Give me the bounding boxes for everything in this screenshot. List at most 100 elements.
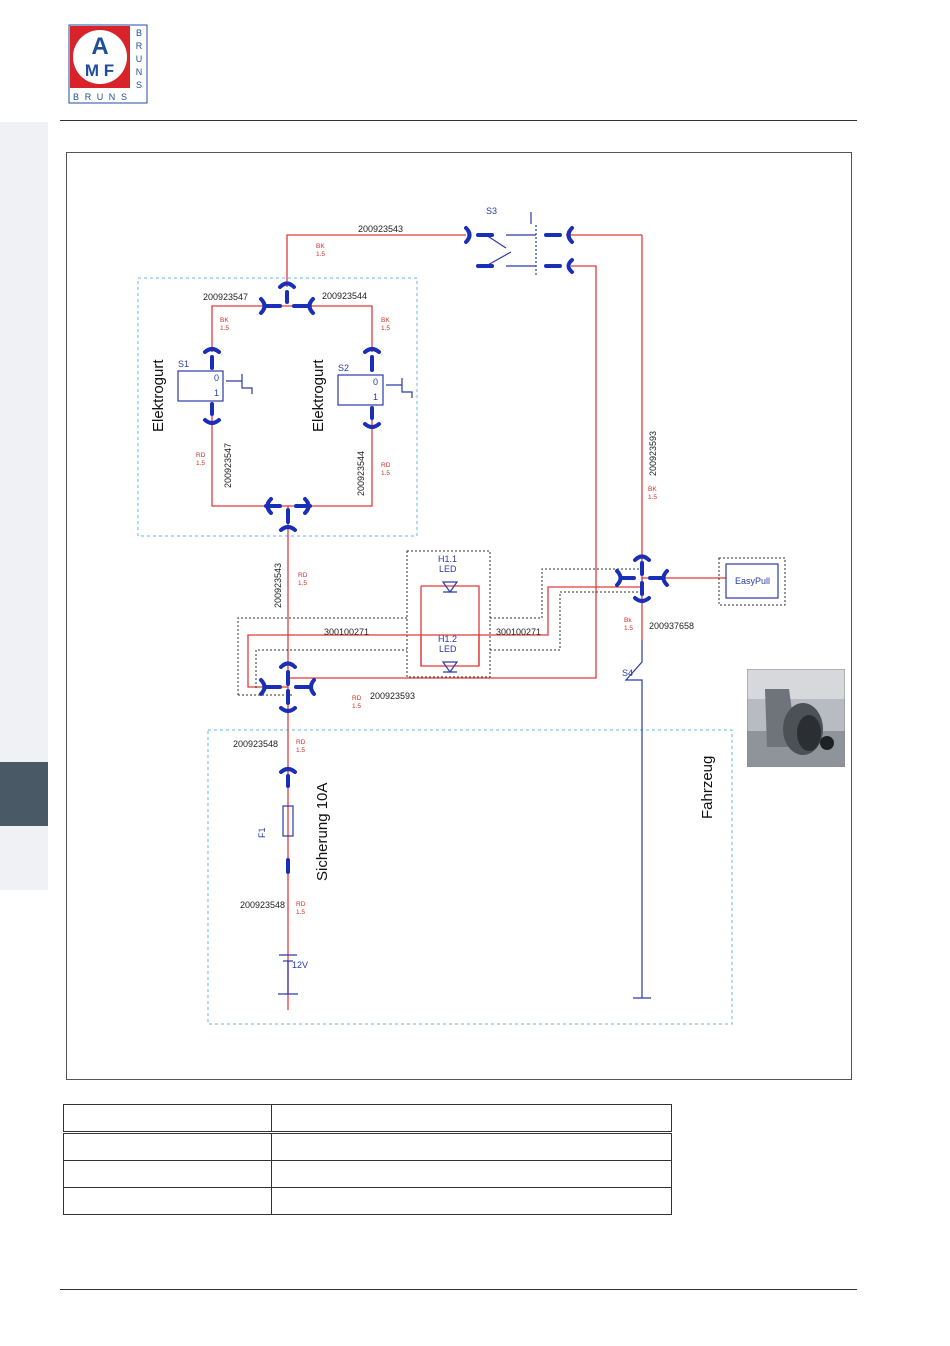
code-s2-cs: 1.5 — [381, 325, 390, 332]
header-rule — [60, 120, 857, 121]
code-right-cs: 1.5 — [648, 494, 657, 501]
wire-top: 200923543 — [358, 224, 403, 234]
label-h1-2-led: LED — [439, 644, 457, 654]
wiring-diagram: .w { stroke:#e23b3b; stroke-width:1.3; f… — [137, 206, 786, 1025]
logo-side-u: U — [136, 54, 143, 64]
logo-side-r: R — [136, 41, 143, 51]
battery-12v — [278, 954, 298, 995]
code-s2-bk: BK — [381, 317, 390, 324]
table-cell — [271, 1104, 672, 1134]
logo-bottom-s: S — [121, 92, 127, 102]
junction-top — [259, 281, 315, 315]
code-s4-cs: 1.5 — [624, 625, 633, 632]
easypull-box — [725, 563, 779, 599]
code-s2b-cs: 1.5 — [381, 470, 390, 477]
fuse-f1 — [279, 767, 297, 874]
code-top-bk: BK — [316, 243, 325, 250]
wire-right: 200923593 — [648, 431, 658, 476]
amf-bruns-logo: A M F B R U N S B R U N S — [68, 24, 148, 104]
diagram-frame — [66, 152, 852, 1080]
code-s1b-rd: RD — [196, 452, 206, 459]
switch-s3 — [485, 212, 537, 276]
logo-side-n: N — [136, 67, 143, 77]
label-h1-1-led: LED — [439, 564, 457, 574]
led-h1-2 — [441, 661, 459, 674]
code-fuse-rd: RD — [296, 739, 306, 746]
code-botmid-rd: RD — [352, 695, 362, 702]
wire-bot-mid: 200923593 — [370, 691, 415, 701]
footer-rule — [60, 1289, 857, 1290]
s1-pos-1: 1 — [214, 388, 219, 398]
table-cell — [271, 1160, 672, 1188]
code-botmid-cs: 1.5 — [352, 703, 361, 710]
code-fuseb-cs: 1.5 — [296, 909, 305, 916]
table-cell — [271, 1132, 672, 1161]
wire-mid: 200923543 — [273, 563, 283, 608]
label-12v: 12V — [292, 960, 308, 970]
logo-letter-m: M — [85, 61, 99, 80]
s3-connectors — [464, 226, 574, 274]
code-fuse-cs: 1.5 — [296, 747, 305, 754]
wire-fuse-bot: 200923548 — [240, 900, 285, 910]
junction-mid — [264, 497, 312, 532]
label-s2: S2 — [338, 363, 349, 373]
info-table — [63, 1104, 672, 1215]
wire-s2-bot: 200923544 — [356, 451, 366, 496]
wire-s1-bot: 200923547 — [223, 443, 233, 488]
junction-right — [615, 554, 669, 603]
table-cell — [63, 1132, 272, 1161]
code-top-cs: 1.5 — [316, 251, 325, 258]
chapter-tab-marker — [0, 762, 48, 826]
logo-letter-f: F — [104, 61, 114, 80]
code-s2b-rd: RD — [381, 462, 391, 469]
wire-network — [211, 234, 726, 1010]
table-row — [63, 1160, 672, 1188]
s4-ground-line — [624, 640, 643, 998]
vehicle-group-box — [207, 729, 733, 1025]
led-h1-1 — [441, 581, 459, 594]
s2-pos-1: 1 — [373, 392, 378, 402]
wire-codes: BK 1.5 BK 1.5 BK 1.5 RD 1.5 RD 1.5 RD 1.… — [196, 243, 657, 916]
label-s3: S3 — [486, 206, 497, 216]
wire-fuse-top: 200923548 — [233, 739, 278, 749]
logo-bottom-n: N — [109, 92, 116, 102]
table-row — [63, 1187, 672, 1215]
group-label-elektrogurt-left: Elektrogurt — [150, 359, 167, 432]
label-f1: F1 — [257, 827, 267, 838]
wire-bk-s4: 200937658 — [649, 621, 694, 631]
label-s4: S4 — [622, 668, 633, 678]
aux-dashed-wiring — [237, 557, 786, 696]
table-cell — [63, 1187, 272, 1215]
table-cell — [271, 1187, 672, 1215]
logo-frame — [68, 24, 148, 104]
led-group-box — [406, 550, 491, 678]
code-s1-bk: BK — [220, 317, 229, 324]
table-cell — [63, 1160, 272, 1188]
switch-s1 — [177, 347, 253, 425]
logo-bottom-r: R — [85, 92, 92, 102]
logo-bottom-b: B — [73, 92, 79, 102]
label-easypull: EasyPull — [735, 576, 770, 586]
label-h1-2: H1.2 — [438, 634, 457, 644]
wire-led-left: 300100271 — [324, 627, 369, 637]
logo-side-b: B — [136, 28, 142, 38]
code-right-bk: BK — [648, 486, 657, 493]
logo-letter-a: A — [91, 33, 108, 60]
junction-lower — [259, 661, 316, 713]
code-s1-cs: 1.5 — [220, 325, 229, 332]
code-mid-rd: RD — [298, 572, 308, 579]
group-label-fahrzeug: Fahrzeug — [699, 756, 716, 819]
s1-pos-0: 0 — [214, 373, 219, 383]
wire-led-right: 300100271 — [496, 627, 541, 637]
code-fuseb-rd: RD — [296, 901, 306, 908]
group-label-sicherung: Sicherung 10A — [314, 783, 331, 881]
table-row — [63, 1132, 672, 1161]
logo-bottom-u: U — [97, 92, 104, 102]
wire-s1-top: 200923547 — [203, 292, 248, 302]
table-cell — [63, 1104, 272, 1134]
photo-easypull-knob — [747, 669, 845, 767]
elektrogurt-group-box — [137, 277, 418, 537]
switch-s2 — [337, 347, 413, 429]
table-row — [63, 1104, 672, 1134]
wire-s2-top: 200923544 — [322, 291, 367, 301]
